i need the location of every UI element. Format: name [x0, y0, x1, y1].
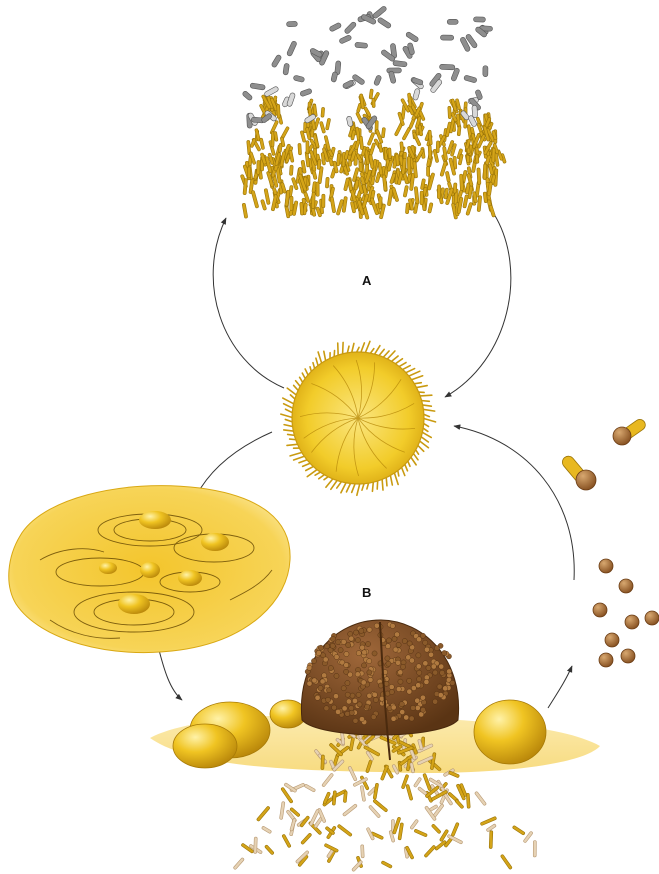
cycle-label-a: A [362, 273, 372, 288]
colony-disc-icon [281, 341, 436, 495]
arrow-aggregation-to-fruiting [158, 646, 182, 700]
bacteria-swarm-icon [240, 5, 506, 219]
arrow-swarm-to-colony [445, 214, 511, 397]
germinating-spore-icon [560, 417, 647, 490]
arrow-spores-to-colony [454, 426, 574, 580]
arrow-colony-to-swarm [213, 218, 284, 388]
fruiting-body-icon [150, 620, 600, 872]
arrow-fruiting-to-spores [548, 666, 572, 708]
spore-cluster-icon [593, 559, 659, 667]
aggregation-sheet-icon [9, 486, 290, 653]
cycle-label-b: B [362, 585, 371, 600]
arrow-colony-to-aggregation [196, 432, 272, 496]
